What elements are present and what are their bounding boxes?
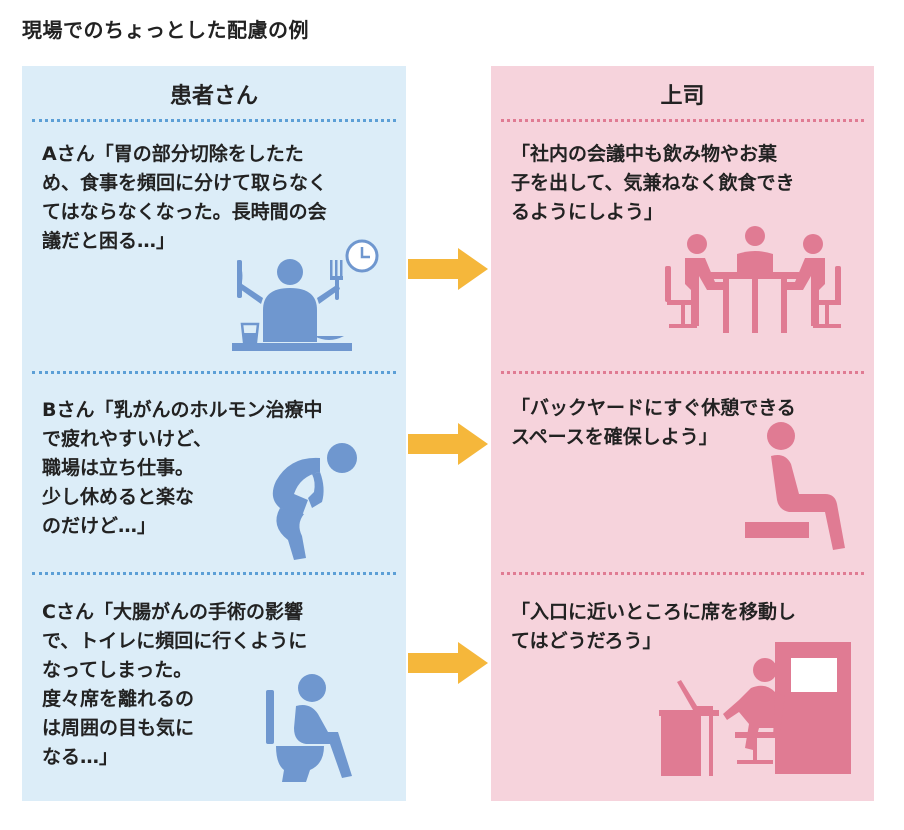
boss-case-b-text: 「バックヤードにすぐ休憩できる スペースを確保しよう」 [511,397,796,448]
divider [501,119,864,122]
boss-case-a-text: 「社内の会議中も飲み物やお菓 子を出して、気兼ねなく飲食でき るようにしよう」 [511,143,795,223]
patient-header: 患者さん [169,84,258,109]
boss-panel: 上司 「社内の会議中も飲み物やお菓 子を出して、気兼ねなく飲食でき るようにしよ… [491,66,874,801]
divider [501,371,864,374]
divider [32,572,396,575]
toilet-person-icon [266,674,352,782]
boss-case-c-text: 「入口に近いところに席を移動し てはどうだろう」 [511,601,797,652]
divider [501,572,864,575]
desk-near-door-icon [659,642,851,776]
patient-case-b-text: Bさん「乳がんのホルモン治療中 で疲れやすいけど、 職場は立ち仕事。 少し休める… [42,399,323,537]
right-arrow-icon [408,248,488,290]
page-title: 現場でのちょっとした配慮の例 [22,18,309,42]
seated-person-icon [745,422,845,550]
divider [32,119,396,122]
divider [32,371,396,374]
right-arrow-icon [408,642,488,684]
patient-case-c-text: Cさん「大腸がんの手術の影響 で、トイレに頻回に行くように なってしまった。 度… [42,601,308,768]
boss-header: 上司 [660,84,705,109]
meeting-table-icon [665,226,841,333]
tired-standing-person-icon [272,443,357,560]
right-arrow-icon [408,423,488,465]
patient-panel: 患者さん Aさん「胃の部分切除をしたた め、食事を頻回に分けて取らなく てはなら… [22,66,406,801]
person-eating-clock-icon [232,239,379,351]
patient-case-a-text: Aさん「胃の部分切除をしたた め、食事を頻回に分けて取らなく てはならなくなった… [42,143,328,252]
